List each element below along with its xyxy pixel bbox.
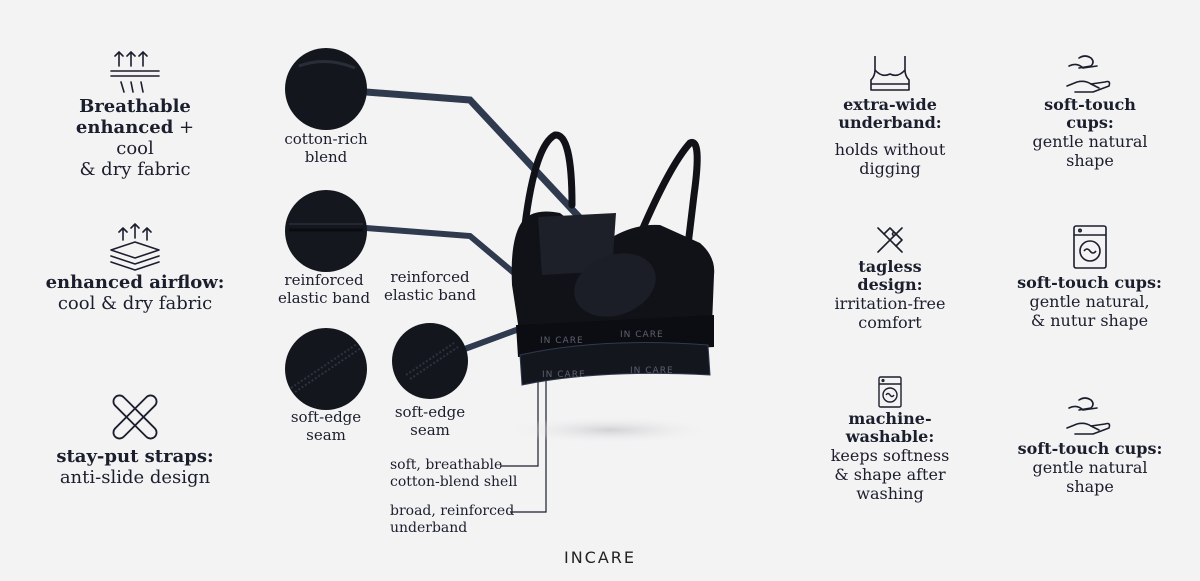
feature-desc-line2: shape xyxy=(1066,151,1114,170)
callout-elastic-band-1: reinforced elastic band xyxy=(262,271,386,307)
feature-title-part: enhanced xyxy=(75,117,174,138)
feature-desc-line2: & shape after xyxy=(834,465,946,484)
brand-logo: INCARE xyxy=(563,548,637,567)
callout-line: reinforced xyxy=(284,271,364,289)
feature-desc: cool & dry fabric xyxy=(57,293,213,314)
swatch-cotton-texture xyxy=(286,49,366,129)
swatch-cotton-rich xyxy=(285,48,367,130)
swatch-seam-texture xyxy=(286,329,366,409)
feature-machine-washable: machine- washable: keeps softness & shap… xyxy=(820,376,960,503)
callout-line: soft-edge xyxy=(290,408,362,426)
callout-soft-edge-1: soft-edge seam xyxy=(276,408,376,444)
feature-desc-line3: washing xyxy=(856,484,924,503)
callout-shell: soft, breathable cotton-blend shell xyxy=(390,457,530,491)
feature-desc: irritation-free xyxy=(834,294,946,313)
callout-underband: broad, reinforced underband xyxy=(390,503,530,537)
feature-title: soft-touch cups: xyxy=(1017,273,1162,292)
feature-soft-touch-3: soft-touch cups: gentle natural shape xyxy=(1010,394,1170,496)
feature-title: machine- xyxy=(848,409,932,428)
feature-title-line2: design: xyxy=(857,275,923,294)
product-illustration: IN CARE IN CARE IN CARE IN CARE xyxy=(505,131,715,444)
feature-title: enhanced airflow: xyxy=(45,272,225,293)
feature-straps: stay-put straps: anti-slide design xyxy=(45,392,225,488)
callout-line: blend xyxy=(304,148,348,166)
feature-desc-line2: shape xyxy=(1066,477,1114,496)
feature-title: extra-wide xyxy=(843,95,937,114)
swatch-soft-edge-1 xyxy=(285,328,367,410)
feature-title: stay-put straps: xyxy=(56,446,214,467)
feature-title-line2: enhanced + cool xyxy=(60,117,210,159)
feature-desc-line2: comfort xyxy=(858,313,922,332)
product-shadow xyxy=(505,416,715,444)
callout-line: soft-edge xyxy=(394,403,466,421)
feature-title-inline: + cool xyxy=(116,117,195,159)
bra-cup-pad xyxy=(574,253,656,317)
feature-desc-line2: & nutur shape xyxy=(1030,311,1149,330)
feature-desc: gentle natural xyxy=(1032,458,1148,477)
callout-line: elastic band xyxy=(383,286,477,304)
band-logo-right: IN CARE xyxy=(630,366,674,376)
feature-soft-touch-2: soft-touch cups: gentle natural, & nutur… xyxy=(1012,224,1167,330)
hand-touch-icon xyxy=(1066,55,1111,93)
bra-outer-band xyxy=(519,342,711,386)
callout-elastic-band-2: reinforced elastic band xyxy=(368,268,492,304)
feature-title: tagless xyxy=(858,257,922,276)
washing-machine-icon xyxy=(1072,225,1107,269)
callout-line: cotton-blend shell xyxy=(390,474,518,490)
feature-title: Breathable xyxy=(79,96,191,117)
washing-machine-icon xyxy=(878,376,902,408)
feature-desc: keeps softness xyxy=(830,446,950,465)
band-logo-bottom: IN CARE xyxy=(542,370,586,380)
feature-tagless: tagless design: irritation-free comfort xyxy=(820,224,960,332)
feature-underband: extra-wide underband: holds without digg… xyxy=(820,52,960,178)
feature-breathable: Breathable enhanced + cool & dry fabric xyxy=(60,48,210,180)
feature-title: soft-touch xyxy=(1044,95,1136,114)
callout-cotton-rich: cotton-rich blend xyxy=(266,130,386,166)
band-logo-mid: IN CARE xyxy=(620,330,664,340)
breathable-arrows-icon xyxy=(110,50,160,93)
bra-straps xyxy=(521,131,701,249)
callout-line: seam xyxy=(306,426,346,444)
feature-title-line2: washable: xyxy=(845,427,935,446)
feature-desc: & dry fabric xyxy=(79,159,191,180)
band-logo-top: IN CARE xyxy=(540,336,584,346)
feature-title-line2: cups: xyxy=(1066,113,1114,132)
feature-desc: gentle natural xyxy=(1032,132,1148,151)
feature-title: soft-touch cups: xyxy=(1017,439,1163,458)
swatch-soft-edge-2 xyxy=(392,323,468,399)
swatch-elastic-band xyxy=(285,190,367,272)
feature-desc: holds without xyxy=(834,140,946,159)
feature-desc: gentle natural, xyxy=(1029,292,1150,311)
feature-desc-line2: digging xyxy=(859,159,921,178)
feature-title-line2: underband: xyxy=(838,113,942,132)
callout-line: underband xyxy=(390,520,468,536)
hand-touch-icon xyxy=(1066,397,1111,435)
feature-desc: anti-slide design xyxy=(59,467,211,488)
swatch-seam-texture xyxy=(393,324,467,398)
callout-soft-edge-2: soft-edge seam xyxy=(380,403,480,439)
no-tag-icon xyxy=(877,227,903,253)
feature-soft-touch-1: soft-touch cups: gentle natural shape xyxy=(1015,52,1165,170)
callout-line: reinforced xyxy=(390,268,470,286)
feature-airflow: enhanced airflow: cool & dry fabric xyxy=(45,222,225,314)
callout-line: cotton-rich xyxy=(284,130,368,148)
swatch-mesh-texture xyxy=(286,191,366,271)
crossed-straps-icon xyxy=(112,394,158,440)
bra-outline-icon xyxy=(870,56,910,91)
bra-label-tag xyxy=(538,213,616,275)
callout-line: seam xyxy=(410,421,450,439)
callout-line: elastic band xyxy=(277,289,371,307)
callout-line: soft, breathable xyxy=(390,457,503,473)
callout-line: broad, reinforced xyxy=(390,503,515,519)
airflow-layers-icon xyxy=(110,223,160,271)
